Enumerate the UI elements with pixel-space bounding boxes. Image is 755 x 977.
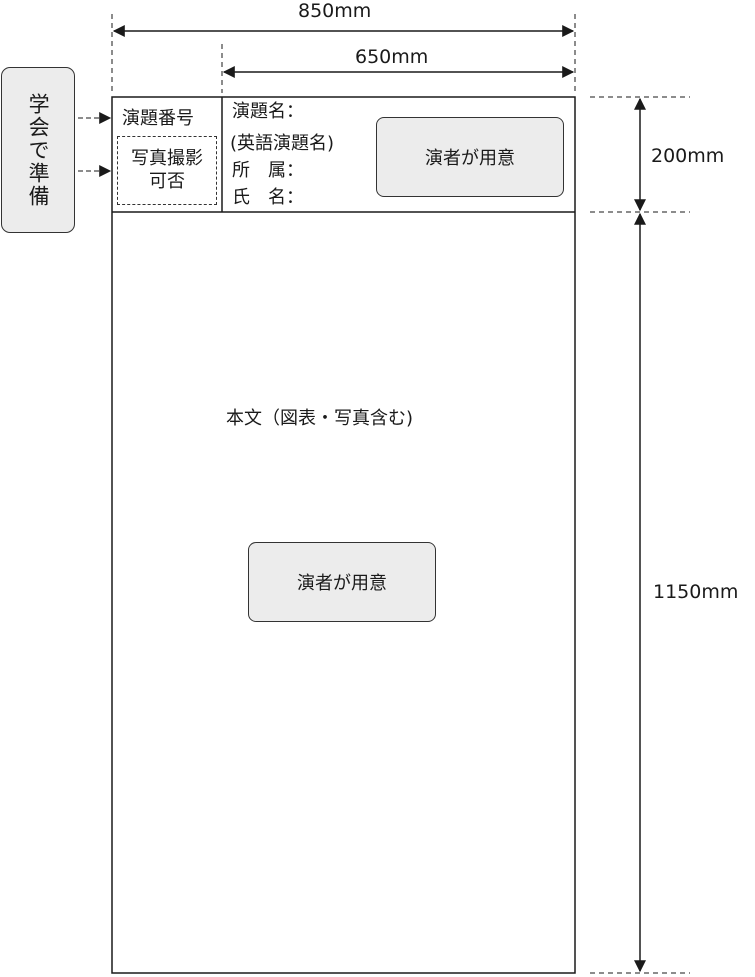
abstract-number-label: 演題番号	[122, 108, 194, 129]
header-presenter-prepared-box: 演者が用意	[376, 117, 564, 197]
prepared-by-society-label: 学会で準備	[1, 67, 75, 233]
body-presenter-prepared-box: 演者が用意	[248, 542, 436, 622]
photo-permission-line2: 可否	[149, 170, 185, 192]
label-1150mm: 1150mm	[653, 581, 739, 603]
english-title-label: (英語演題名)	[230, 133, 335, 154]
prepared-by-society-text: 学会で準備	[26, 92, 51, 208]
body-content-label: 本文（図表・写真含む)	[226, 408, 414, 429]
photo-permission-box: 写真撮影 可否	[117, 136, 217, 205]
photo-permission-line1: 写真撮影	[131, 148, 203, 169]
poster-outline	[111, 96, 576, 974]
body-presenter-prepared-text: 演者が用意	[297, 573, 387, 594]
label-650mm: 650mm	[355, 46, 429, 68]
name-label: 氏 名：	[232, 187, 304, 208]
title-label: 演題名：	[232, 101, 304, 122]
label-850mm: 850mm	[298, 0, 372, 22]
affiliation-label: 所 属：	[232, 160, 304, 181]
header-presenter-prepared-text: 演者が用意	[425, 148, 515, 169]
label-200mm: 200mm	[651, 145, 725, 167]
